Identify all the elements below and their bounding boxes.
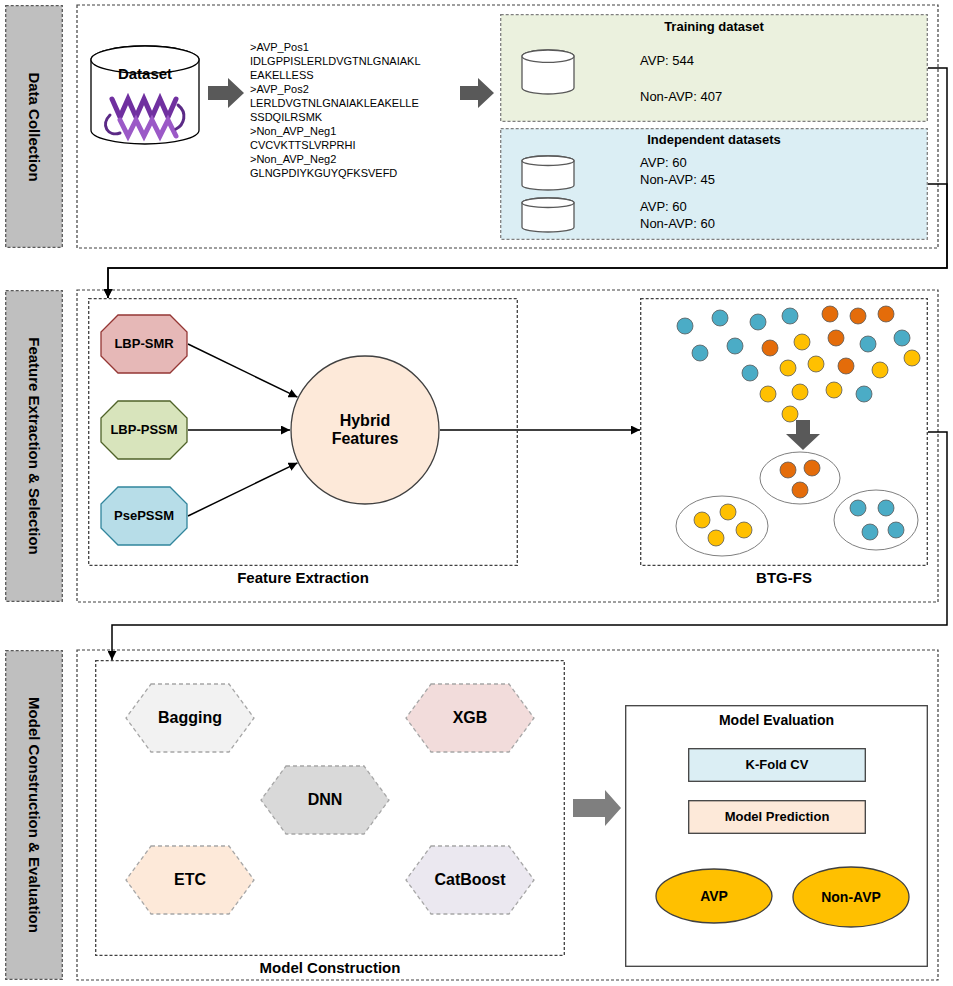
model-hexagon: DNN: [260, 765, 390, 835]
node-text: AVP: 60: [640, 156, 687, 171]
connector-arrow: [188, 429, 290, 431]
node-text: Non-AVP: 60: [640, 217, 715, 232]
panel-box: Independent datasetsAVP: 60 Non-AVP: 45 AV…: [500, 128, 928, 240]
node-text: XGB: [453, 709, 488, 727]
node-text: ETC: [174, 871, 206, 889]
section-title: Model Construction & Evaluation: [25, 658, 43, 972]
block-arrow: [208, 78, 244, 108]
section-panel: [77, 5, 938, 248]
section-panel: [77, 290, 938, 602]
connector-arrow: [440, 429, 640, 431]
panel-box: Training datasetAVP: 544Non-AVP: 407: [500, 14, 928, 122]
panel-box: BTG-FS: [640, 298, 928, 566]
panel-box: Model EvaluationK-Fold CV Model Predictio…: [625, 705, 928, 967]
panel-box: Model Prediction: [688, 800, 866, 834]
sequence-header: >AVP_Pos2: [250, 82, 455, 96]
ellipse-node: AVP: [655, 868, 773, 924]
node-text: Independent datasets: [500, 133, 928, 148]
section-title: Feature Extraction & Selection: [25, 298, 43, 594]
section-title: Data Collection: [25, 13, 43, 240]
node-text: Bagging: [158, 709, 222, 727]
node-text: LBP-SMR: [114, 337, 173, 352]
node-text: AVP: 544: [640, 54, 694, 69]
model-hexagon: ETC: [125, 845, 255, 915]
model-hexagon: Bagging: [125, 683, 255, 753]
sequence-text: IDLGPPISLERLDVGTNLGNAIAKL EAKELLESS: [250, 54, 455, 82]
node-text: PsePSSM: [114, 509, 174, 524]
sequence-text: CVCVKTTSLVRPRHI: [250, 138, 455, 152]
section-panel: [77, 650, 938, 980]
sequence-text: GLNGPDIYKGUYQFKSVEFD: [250, 166, 455, 180]
node-outline: [625, 705, 928, 967]
node-text: Model Construction: [95, 959, 565, 976]
node-text: Training dataset: [500, 20, 928, 35]
node-text: DNN: [308, 791, 343, 809]
connector-arrow: [188, 463, 298, 516]
node-text: Hybrid Features: [310, 412, 420, 449]
node-outline: [90, 45, 200, 145]
connector-arrow: [573, 790, 621, 826]
node-text: Dataset: [90, 65, 200, 82]
connector-arrow: [188, 344, 298, 397]
panel-box: K-Fold CV: [688, 748, 866, 782]
model-hexagon: CatBoost: [405, 845, 535, 915]
ellipse-node: Hybrid Features: [290, 355, 440, 505]
feature-octagon: LBP-PSSM: [100, 400, 188, 460]
sequence-text: LERLDVGTNLGNAIAKLEAKELLE SSDQILRSMK: [250, 96, 455, 124]
sequence-header: >Non_AVP_Neg1: [250, 124, 455, 138]
node-outline: [640, 298, 928, 566]
sequence-header: >Non_AVP_Neg2: [250, 152, 455, 166]
node-text: AVP: 60: [640, 200, 687, 215]
node-text: Non-AVP: 407: [640, 90, 722, 105]
model-hexagon: XGB: [405, 683, 535, 753]
block-arrow: [460, 78, 494, 108]
sequence-header: >AVP_Pos1: [250, 40, 455, 54]
feature-octagon: LBP-SMR: [100, 314, 188, 374]
node-text: CatBoost: [434, 871, 505, 889]
node-text: Non-AVP: 45: [640, 173, 715, 188]
panel-box: Feature ExtractionLBP-SMRLBP-PSSMPsePSSM…: [88, 298, 518, 566]
section-tab: Model Construction & Evaluation: [5, 650, 63, 980]
node-text: AVP: [700, 888, 728, 904]
section-tab: Data Collection: [5, 5, 63, 248]
node-text: K-Fold CV: [746, 758, 809, 773]
node-text: LBP-PSSM: [110, 423, 177, 438]
node-text: BTG-FS: [640, 569, 928, 586]
node-text: Non-AVP: [821, 889, 881, 905]
node-text: Feature Extraction: [88, 569, 518, 586]
sequence-list: >AVP_Pos1IDLGPPISLERLDVGTNLGNAIAKL EAKEL…: [250, 40, 455, 180]
node-text: Model Evaluation: [625, 712, 928, 728]
connector-arrow: [112, 432, 947, 660]
ellipse-node: Non-AVP: [792, 866, 910, 928]
panel-box: Model ConstructionBaggingXGBDNNETCCatBoo…: [95, 660, 565, 956]
section-tab: Feature Extraction & Selection: [5, 290, 63, 602]
database-cylinder: Dataset: [90, 45, 200, 145]
feature-octagon: PsePSSM: [100, 486, 188, 546]
node-text: Model Prediction: [725, 810, 830, 825]
